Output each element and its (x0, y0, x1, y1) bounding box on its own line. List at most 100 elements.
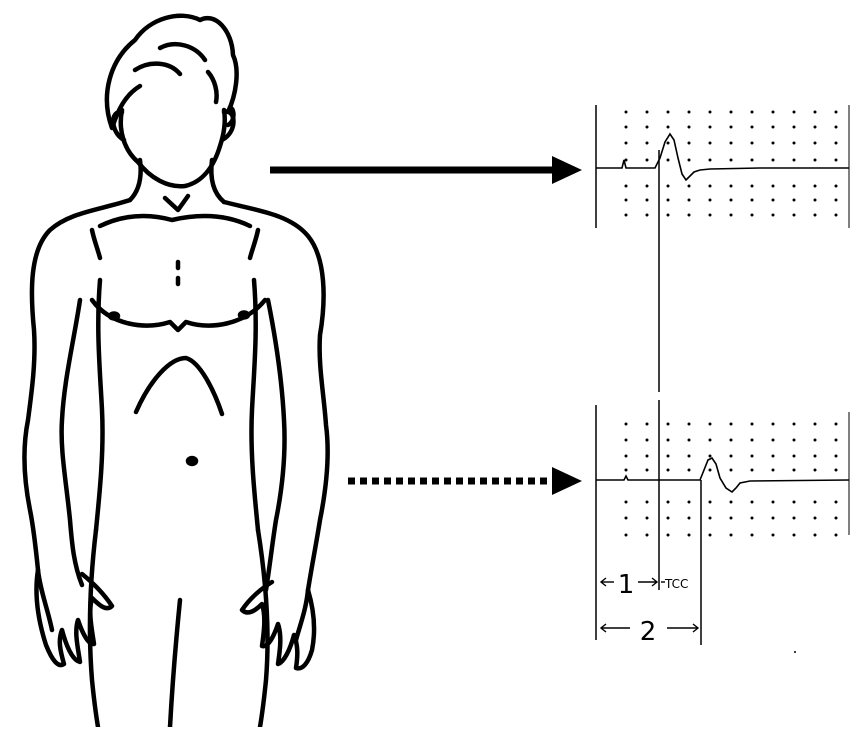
grid-dot (793, 185, 796, 188)
grid-dot (751, 111, 754, 114)
grid-dot (646, 469, 649, 472)
grid-dot (730, 501, 733, 504)
rib-arch (136, 358, 222, 414)
grid-dot (793, 534, 796, 537)
grid-dot (751, 517, 754, 520)
grid-dot (709, 111, 712, 114)
stray-mark (794, 651, 796, 653)
human-figure (24, 16, 327, 727)
clavicle (100, 216, 250, 226)
grid-dot (625, 517, 628, 520)
lower-waveform (596, 458, 849, 492)
grid-dot (793, 199, 796, 202)
grid-dot (709, 423, 712, 426)
grid-dot (814, 214, 817, 217)
left-deltoid (92, 230, 100, 258)
grid-dot (772, 185, 775, 188)
right-nipple (240, 313, 248, 318)
right-inner-arm (266, 300, 285, 590)
grid-dot (835, 159, 838, 162)
grid-dot (646, 214, 649, 217)
grid-dot (814, 199, 817, 202)
grid-dot (646, 142, 649, 145)
grid-dot (688, 111, 691, 114)
grid-dot (709, 439, 712, 442)
grid-dot (793, 159, 796, 162)
grid-dot (814, 439, 817, 442)
grid-dot (814, 126, 817, 129)
grid-dot (646, 517, 649, 520)
grid-dot (793, 423, 796, 426)
grid-dot (730, 423, 733, 426)
grid-dot (814, 159, 817, 162)
grid-dot (667, 534, 670, 537)
grid-dot (646, 199, 649, 202)
upper-trace-panel (596, 105, 849, 392)
grid-dot (835, 469, 838, 472)
grid-dot (772, 455, 775, 458)
right-arm-outline (224, 202, 328, 640)
grid-dot (835, 423, 838, 426)
grid-dot (625, 214, 628, 217)
grid-dot (667, 126, 670, 129)
grid-dot (688, 142, 691, 145)
grid-dot (835, 439, 838, 442)
grid-dot (730, 439, 733, 442)
grid-dot (625, 142, 628, 145)
grid-dot (772, 111, 775, 114)
grid-dot (688, 214, 691, 217)
grid-dot (772, 142, 775, 145)
grid-dot (730, 185, 733, 188)
grid-dot (688, 126, 691, 129)
grid-dot (625, 185, 628, 188)
torso-left-side (96, 280, 103, 530)
grid-dot (814, 111, 817, 114)
grid-dot (772, 517, 775, 520)
grid-dot (793, 439, 796, 442)
upper-arrow (270, 156, 582, 184)
grid-dot (751, 214, 754, 217)
grid-dot (709, 501, 712, 504)
grid-dot (814, 469, 817, 472)
grid-dot (730, 534, 733, 537)
grid-dot (646, 439, 649, 442)
grid-dot (730, 517, 733, 520)
lower-arrow (348, 467, 582, 495)
grid-dot (835, 185, 838, 188)
grid-dot (646, 501, 649, 504)
torso-right-side (251, 280, 258, 530)
grid-dot (772, 214, 775, 217)
grid-dot (814, 501, 817, 504)
grid-dot (772, 469, 775, 472)
interval-1-label: 1 (618, 570, 635, 600)
grid-dot (709, 199, 712, 202)
grid-dot (688, 455, 691, 458)
hair-outline (107, 16, 237, 128)
grid-dot (772, 159, 775, 162)
grid-dot (793, 455, 796, 458)
grid-dot (730, 199, 733, 202)
grid-dot (625, 455, 628, 458)
grid-dot (772, 199, 775, 202)
grid-dot (667, 111, 670, 114)
grid-dot (688, 517, 691, 520)
grid-dot (772, 501, 775, 504)
grid-dot (709, 185, 712, 188)
grid-dot (730, 469, 733, 472)
grid-dot (688, 469, 691, 472)
grid-dot (835, 111, 838, 114)
grid-dot (709, 214, 712, 217)
grid-dot (667, 199, 670, 202)
grid-dot (688, 439, 691, 442)
grid-dot (751, 501, 754, 504)
grid-dot (625, 501, 628, 504)
right-hand (242, 582, 314, 668)
grid-dot (667, 214, 670, 217)
upper-arrow-head (552, 156, 582, 184)
grid-dot (667, 142, 670, 145)
grid-dot (709, 455, 712, 458)
grid-dot (730, 142, 733, 145)
grid-dot (625, 534, 628, 537)
grid-dot (625, 111, 628, 114)
